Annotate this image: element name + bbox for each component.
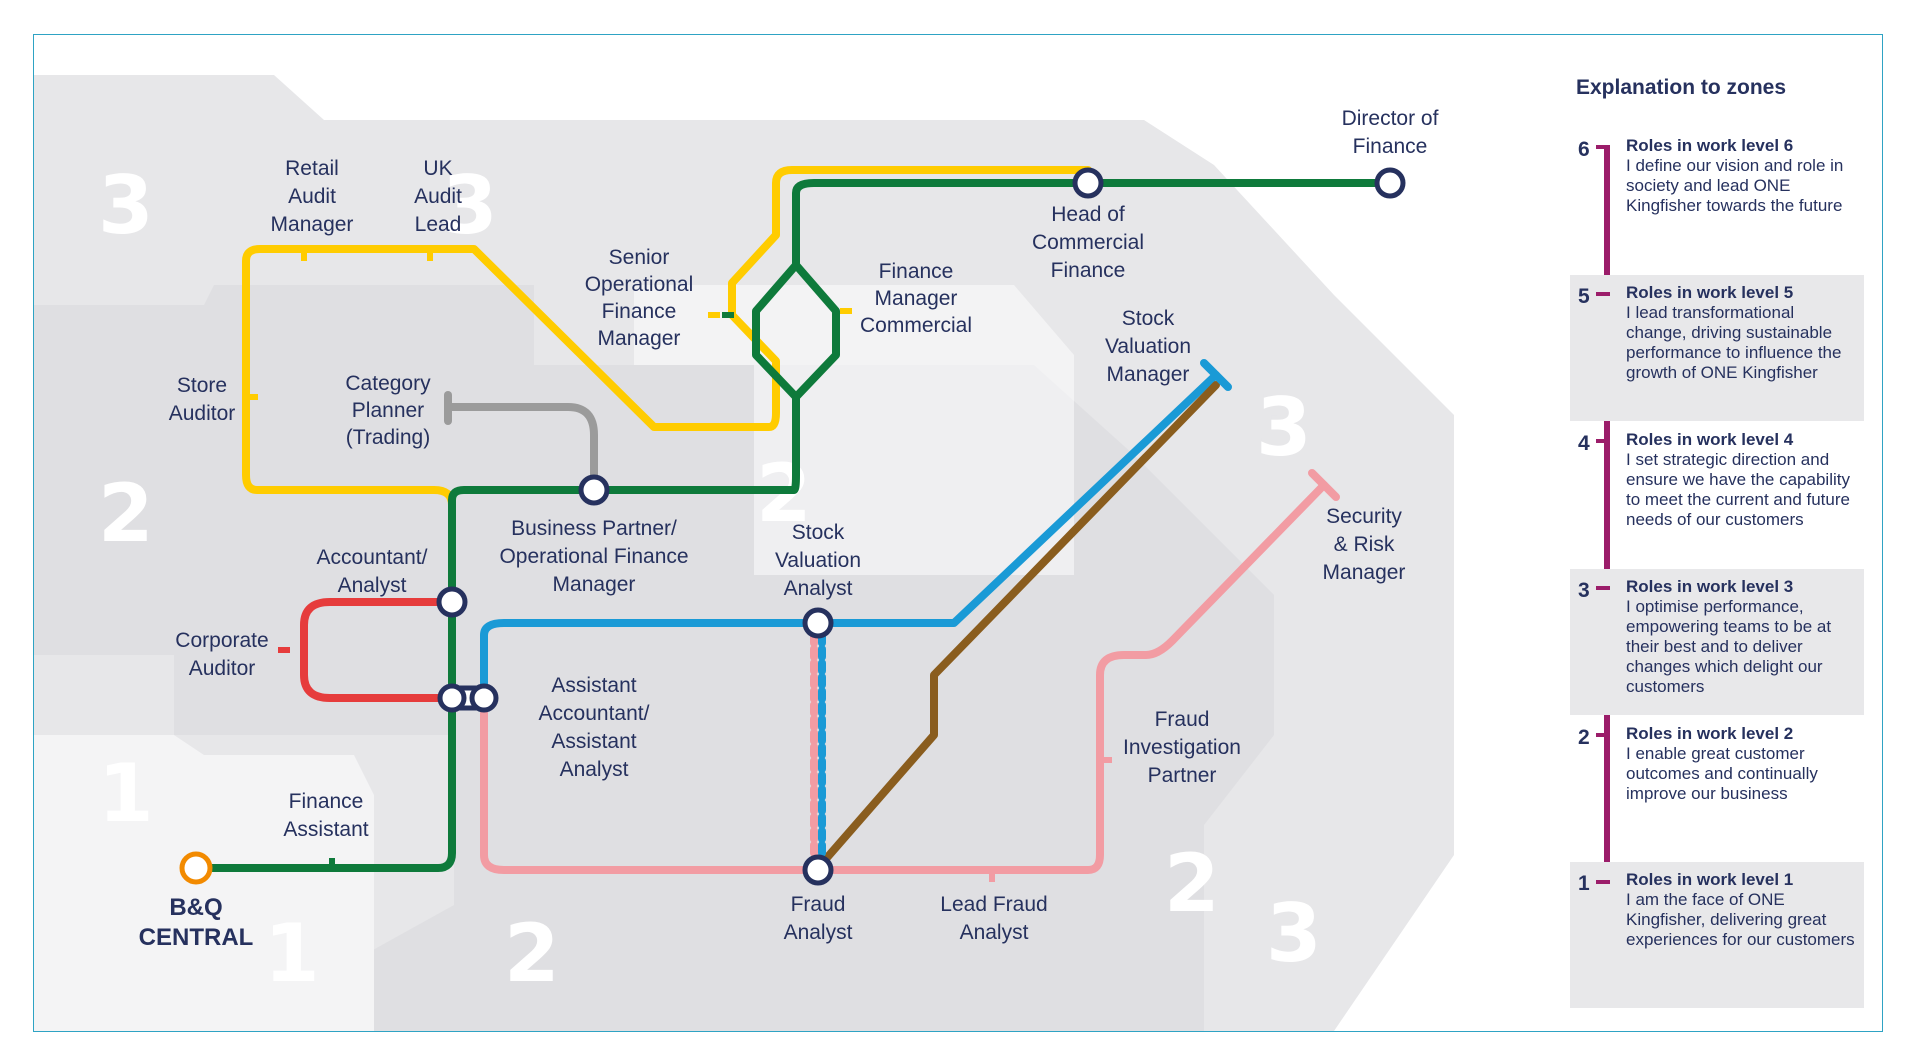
zone-number: 4 bbox=[1428, 951, 1484, 1031]
green-line bbox=[180, 179, 1394, 872]
legend-level-3: 3 Roles in work level 3 I optimise perfo… bbox=[1570, 569, 1864, 715]
station-accountant-analyst[interactable] bbox=[436, 586, 468, 618]
legend-level-4: 4 Roles in work level 4 I set strategic … bbox=[1570, 422, 1864, 568]
pink-line bbox=[480, 481, 1328, 874]
zone-number: 2 bbox=[98, 467, 154, 560]
label-accountant-analyst: Accountant/Analyst bbox=[317, 546, 428, 597]
timeline-tick bbox=[1596, 880, 1610, 884]
career-tube-map: 3 3 2 1 1 2 2 2 3 4 3 3 4 bbox=[34, 35, 1544, 1031]
level-heading: Roles in work level 4 bbox=[1626, 430, 1794, 449]
timeline-tick bbox=[1596, 586, 1610, 590]
level-description: I lead transformational change, driving … bbox=[1626, 303, 1842, 382]
zone-number: 3 bbox=[1256, 381, 1312, 474]
legend-level-5: 5 Roles in work level 5 I lead transform… bbox=[1570, 275, 1864, 421]
level-description: I set strategic direction and ensure we … bbox=[1626, 450, 1850, 529]
level-heading: Roles in work level 5 bbox=[1626, 283, 1794, 302]
work-level-timeline bbox=[1604, 145, 1610, 983]
zone-numbers: 3 3 2 1 1 2 2 2 3 4 3 3 4 bbox=[98, 159, 1490, 1031]
legend-title: Explanation to zones bbox=[1576, 76, 1787, 99]
level-heading: Roles in work level 6 bbox=[1626, 136, 1794, 155]
legend-level-1: 1 Roles in work level 1 I am the face of… bbox=[1570, 862, 1864, 1008]
zone-number: 1 bbox=[264, 907, 320, 1000]
zone-number: 4 bbox=[1434, 261, 1490, 354]
level-number: 3 bbox=[1578, 579, 1590, 602]
brown-line bbox=[814, 381, 1220, 872]
level-number: 4 bbox=[1578, 432, 1590, 455]
level-number: 5 bbox=[1578, 285, 1590, 308]
level-number: 6 bbox=[1578, 138, 1590, 161]
diagram-frame bbox=[33, 34, 1883, 1032]
zone-number: 1 bbox=[98, 747, 154, 840]
level-description: I enable great customer outcomes and con… bbox=[1626, 744, 1818, 803]
level-heading: Roles in work level 1 bbox=[1626, 870, 1794, 889]
zone-number: 3 bbox=[1266, 887, 1322, 980]
timeline-tick bbox=[1596, 733, 1610, 737]
station-ticks bbox=[246, 249, 1112, 882]
station-director-of-finance[interactable] bbox=[1374, 167, 1406, 199]
level-description: I define our vision and role in society … bbox=[1626, 156, 1844, 215]
station-head-of-commercial-finance[interactable] bbox=[1072, 167, 1104, 199]
red-line bbox=[300, 598, 456, 702]
level-heading: Roles in work level 2 bbox=[1626, 724, 1794, 743]
legend-level-2: 2 Roles in work level 2 I enable great c… bbox=[1570, 716, 1864, 862]
timeline-tick bbox=[1596, 145, 1610, 149]
zone-number: 3 bbox=[98, 159, 154, 252]
interchanges bbox=[179, 167, 1406, 886]
zone-number: 2 bbox=[1164, 837, 1220, 930]
level-number: 2 bbox=[1578, 726, 1590, 749]
station-bq-central[interactable] bbox=[179, 851, 213, 885]
yellow-line bbox=[242, 166, 1092, 594]
timeline-tick bbox=[1596, 439, 1610, 443]
station-business-partner[interactable] bbox=[578, 474, 610, 506]
station-stock-valuation-analyst[interactable] bbox=[802, 607, 834, 639]
zone-number: 3 bbox=[1256, 377, 1312, 470]
zone-number: 2 bbox=[504, 907, 560, 1000]
network-lines bbox=[180, 166, 1394, 874]
level-description: I optimise performance, empowering teams… bbox=[1626, 597, 1832, 696]
level-number: 1 bbox=[1578, 872, 1590, 895]
station-fraud-analyst[interactable] bbox=[802, 854, 834, 886]
legend-level-6: 6 Roles in work level 6 I define our vis… bbox=[1570, 128, 1864, 276]
level-heading: Roles in work level 3 bbox=[1626, 577, 1794, 596]
grey-line bbox=[444, 403, 598, 494]
zone-number: 3 bbox=[442, 159, 498, 252]
timeline-tick bbox=[1596, 292, 1610, 296]
level-description: I am the face of ONE Kingfisher, deliver… bbox=[1626, 890, 1855, 949]
blue-line bbox=[480, 371, 1220, 849]
